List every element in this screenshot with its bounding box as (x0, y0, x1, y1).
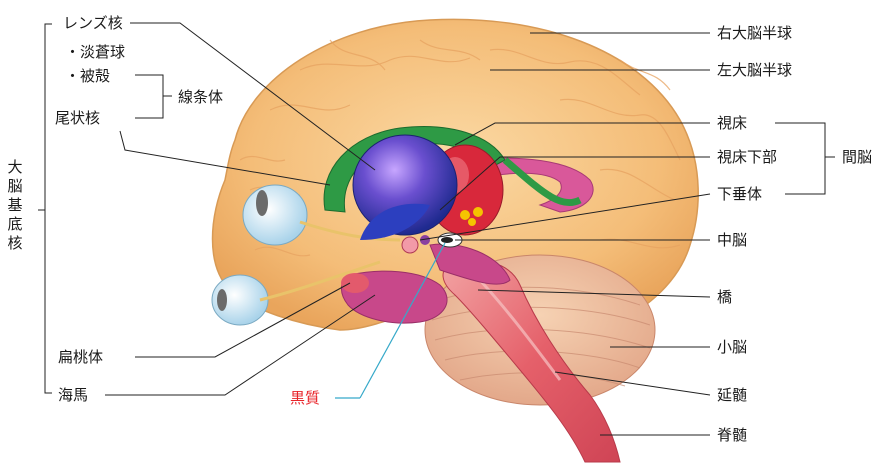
label-lens-nucleus: レンズ核 (63, 14, 123, 32)
label-spinal-cord: 脊髄 (717, 426, 747, 444)
substantia-nigra (441, 237, 453, 243)
label-striatum: 線条体 (178, 88, 223, 106)
label-hippocampus: 海馬 (58, 386, 88, 404)
label-thalamus: 視床 (717, 114, 747, 132)
label-diencephalon: 間脳 (842, 148, 872, 166)
label-cerebellum: 小脳 (717, 338, 747, 356)
label-basal-ganglia: 大脳基底核 (6, 158, 24, 253)
label-globus-pallidus: ・淡蒼球 (65, 43, 125, 61)
label-caudate-nucleus: 尾状核 (55, 109, 100, 127)
pituitary (402, 237, 418, 253)
amygdala-shape (341, 273, 369, 293)
label-left-hemisphere: 左大脳半球 (717, 61, 792, 79)
label-putamen: ・被殻 (65, 67, 110, 85)
eye-upper (243, 185, 307, 245)
label-substantia-nigra: 黒質 (290, 389, 320, 407)
label-midbrain: 中脳 (717, 231, 747, 249)
label-hypothalamus: 視床下部 (717, 148, 777, 166)
label-pons: 橋 (717, 288, 732, 306)
label-right-hemisphere: 右大脳半球 (717, 24, 792, 42)
label-pituitary: 下垂体 (717, 185, 762, 203)
label-amygdala: 扁桃体 (58, 348, 103, 366)
label-medulla: 延髄 (717, 386, 747, 404)
